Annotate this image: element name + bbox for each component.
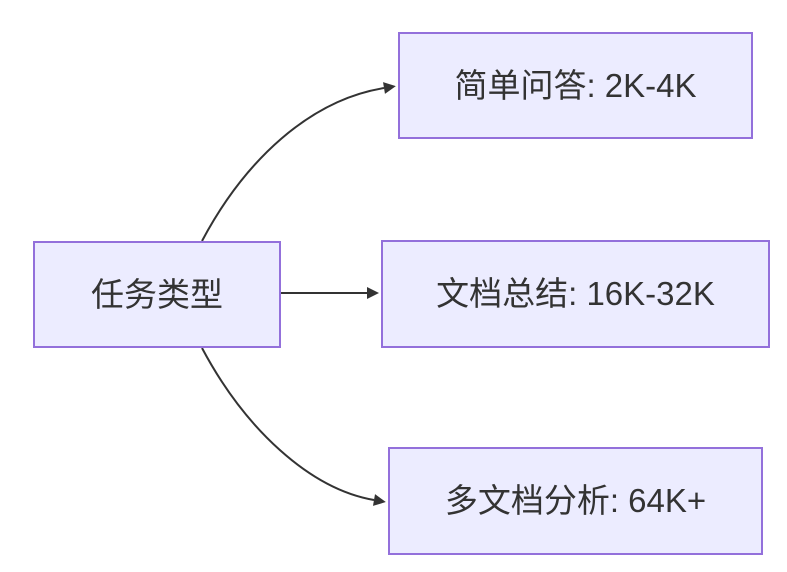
edge-task-to-simple-qa — [201, 82, 396, 242]
node-doc-summary-label: 文档总结: 16K-32K — [436, 275, 715, 313]
edge-task-to-multi-doc — [201, 347, 386, 506]
node-doc-summary: 文档总结: 16K-32K — [381, 240, 770, 348]
node-simple-qa: 简单问答: 2K-4K — [398, 32, 753, 139]
node-task-type: 任务类型 — [33, 241, 281, 348]
node-multi-doc: 多文档分析: 64K+ — [388, 447, 763, 555]
node-simple-qa-label: 简单问答: 2K-4K — [454, 66, 697, 104]
node-multi-doc-label: 多文档分析: 64K+ — [444, 482, 707, 520]
node-task-type-label: 任务类型 — [91, 275, 223, 313]
